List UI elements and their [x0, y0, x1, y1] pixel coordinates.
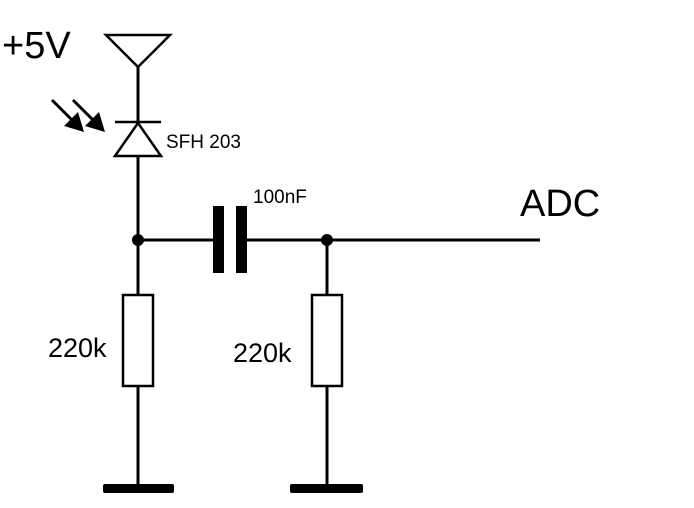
ground-left-icon [103, 484, 174, 493]
photodiode-symbol [112, 120, 164, 240]
resistor-left-symbol [121, 240, 155, 488]
capacitor-label: 100nF [253, 187, 307, 208]
supply-label: +5V [2, 25, 71, 67]
resistor-left-label: 220k [48, 333, 107, 363]
resistor-right-label: 220k [233, 338, 292, 368]
photodiode-label: SFH 203 [166, 132, 241, 153]
capacitor-symbol [213, 206, 247, 273]
supply-symbol [102, 33, 174, 122]
light-arrows-icon [50, 98, 105, 132]
adc-label: ADC [520, 183, 600, 225]
resistor-right-symbol [310, 240, 344, 488]
ground-right-icon [290, 484, 363, 493]
